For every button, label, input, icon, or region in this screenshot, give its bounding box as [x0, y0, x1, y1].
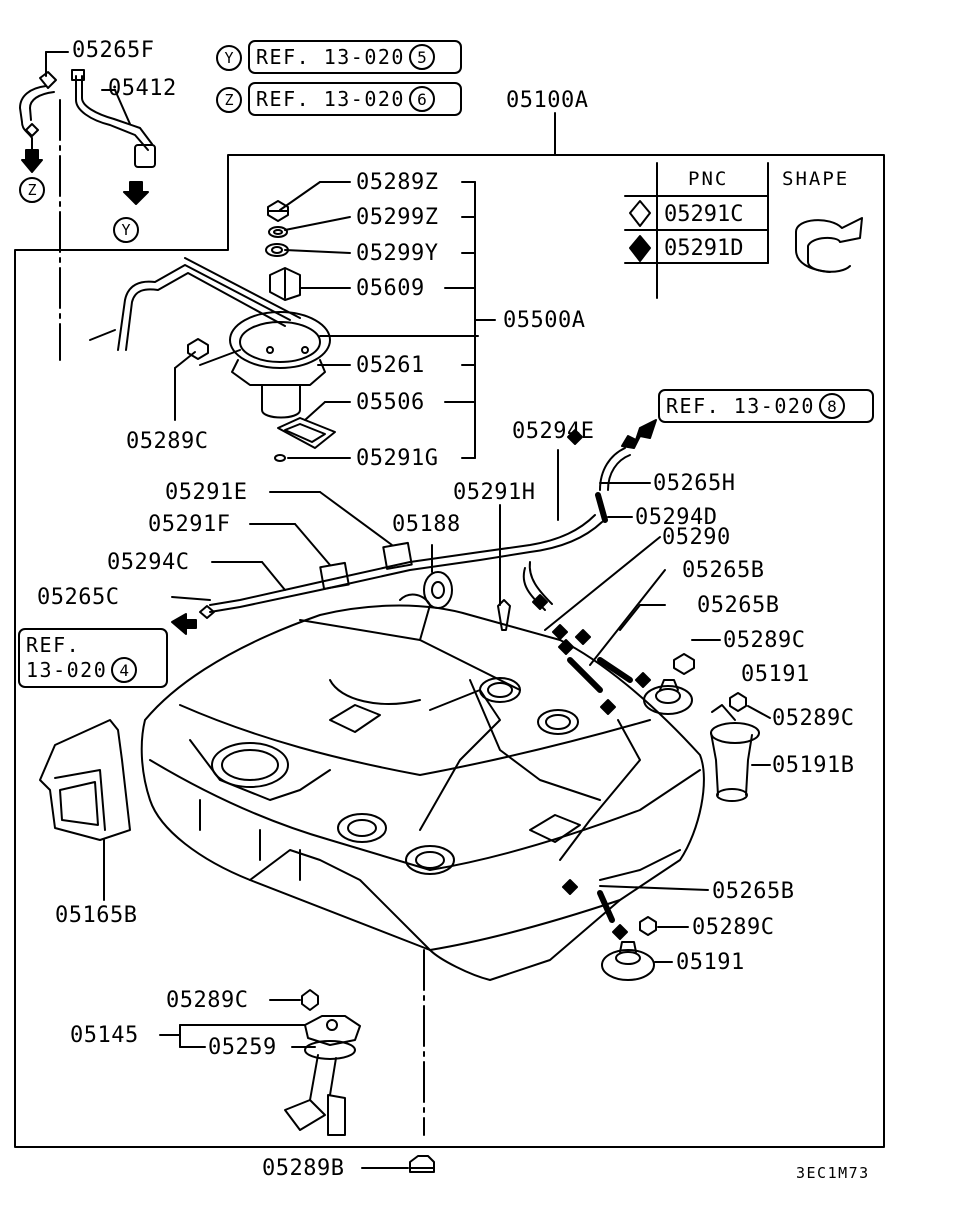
ref-line2: 13-020	[26, 658, 108, 682]
part-05294E[interactable]: 05294E	[512, 419, 595, 444]
part-05291H[interactable]: 05291H	[453, 480, 536, 505]
part-05506[interactable]: 05506	[356, 390, 425, 415]
nut-05289C-b	[673, 653, 695, 675]
ref-text: REF. 13-020	[256, 45, 405, 69]
part-05289C[interactable]: 05289C	[126, 429, 209, 454]
part-05412[interactable]: 05412	[108, 76, 177, 101]
clip-05291F	[319, 561, 350, 590]
part-05294D[interactable]: 05294D	[635, 505, 718, 530]
part-05609[interactable]: 05609	[356, 276, 425, 301]
ref-number: 6	[408, 86, 435, 112]
fitting-05291H	[497, 599, 511, 631]
pump-05145	[284, 1015, 361, 1136]
part-05165B[interactable]: 05165B	[55, 903, 138, 928]
filter-05506	[277, 417, 336, 449]
part-05191[interactable]: 05191	[741, 662, 810, 687]
pnc-column-header: PNC	[688, 168, 729, 190]
part-05289C[interactable]: 05289C	[166, 988, 249, 1013]
part-05289C[interactable]: 05289C	[772, 706, 855, 731]
part-05289Z[interactable]: 05289Z	[356, 170, 439, 195]
nut-05289C-a	[187, 338, 209, 360]
ref-13-020-4[interactable]: REF. 13-020 4	[18, 628, 168, 688]
ref-number: 5	[408, 44, 435, 70]
y-ref-marker: Y	[216, 45, 242, 71]
connector-05609	[269, 267, 301, 301]
shape-column-header: SHAPE	[782, 168, 850, 190]
y-marker: Y	[113, 217, 139, 243]
part-05265B[interactable]: 05265B	[697, 593, 780, 618]
part-05145[interactable]: 05145	[70, 1023, 139, 1048]
assembly-frame	[14, 154, 885, 1148]
pump-module-05261	[229, 311, 331, 419]
part-05299Y[interactable]: 05299Y	[356, 241, 439, 266]
ref-text: REF. 13-020	[666, 394, 815, 418]
part-05291E[interactable]: 05291E	[165, 480, 248, 505]
part-05100A[interactable]: 05100A	[506, 88, 589, 113]
part-05291F[interactable]: 05291F	[148, 512, 231, 537]
breather-hose-05265F	[19, 71, 57, 157]
cover-05191-a	[643, 679, 693, 715]
ref-number: 8	[818, 393, 845, 419]
diagram-code: 3EC1M73	[796, 1164, 870, 1182]
part-05265C[interactable]: 05265C	[37, 585, 120, 610]
clip-shape-icon	[795, 217, 863, 273]
ref-13-020-5[interactable]: REF. 13-020 5	[248, 40, 462, 74]
part-05191[interactable]: 05191	[676, 950, 745, 975]
part-05289C[interactable]: 05289C	[723, 628, 806, 653]
part-05261[interactable]: 05261	[356, 353, 425, 378]
part-05265B[interactable]: 05265B	[712, 879, 795, 904]
part-05299Z[interactable]: 05299Z	[356, 205, 439, 230]
clip-05291E	[382, 541, 413, 570]
part-05289B[interactable]: 05289B	[262, 1156, 345, 1181]
part-05265F[interactable]: 05265F	[72, 38, 155, 63]
nut-05289C-e	[301, 989, 319, 1011]
nut-05289C-c	[729, 692, 747, 712]
part-05265H[interactable]: 05265H	[653, 471, 736, 496]
part-05290[interactable]: 05290	[662, 525, 731, 550]
plug-05289B	[409, 1155, 435, 1173]
pnc-05291C[interactable]: 05291C	[664, 202, 744, 227]
sender-05191B	[710, 704, 760, 802]
vapor-line-05412	[71, 69, 156, 168]
washer-05299Y	[265, 243, 289, 257]
part-05259[interactable]: 05259	[208, 1035, 277, 1060]
fuel-lines-05500A	[89, 257, 301, 351]
part-05291G[interactable]: 05291G	[356, 446, 439, 471]
nut-05289Z	[267, 200, 289, 222]
part-05294C[interactable]: 05294C	[107, 550, 190, 575]
nut-05289C-d	[639, 916, 657, 936]
ref-13-020-8[interactable]: REF. 13-020 8	[658, 389, 874, 423]
part-05265B[interactable]: 05265B	[682, 558, 765, 583]
fuel-tank-05100A	[140, 593, 705, 981]
part-05188[interactable]: 05188	[392, 512, 461, 537]
washer-05299Z	[268, 226, 288, 238]
cover-05191-b	[601, 941, 655, 981]
z-marker: Z	[19, 177, 45, 203]
pnc-05291D[interactable]: 05291D	[664, 236, 744, 261]
part-05289C[interactable]: 05289C	[692, 915, 775, 940]
ref-number: 4	[111, 657, 138, 683]
clip-05291G	[274, 454, 286, 462]
ref-line1: REF.	[26, 633, 81, 657]
ref-13-020-6[interactable]: REF. 13-020 6	[248, 82, 462, 116]
heat-shield-05165B	[39, 719, 131, 841]
ref-text: REF. 13-020	[256, 87, 405, 111]
z-ref-marker: Z	[216, 87, 242, 113]
part-05500A[interactable]: 05500A	[503, 308, 586, 333]
part-05191B[interactable]: 05191B	[772, 753, 855, 778]
